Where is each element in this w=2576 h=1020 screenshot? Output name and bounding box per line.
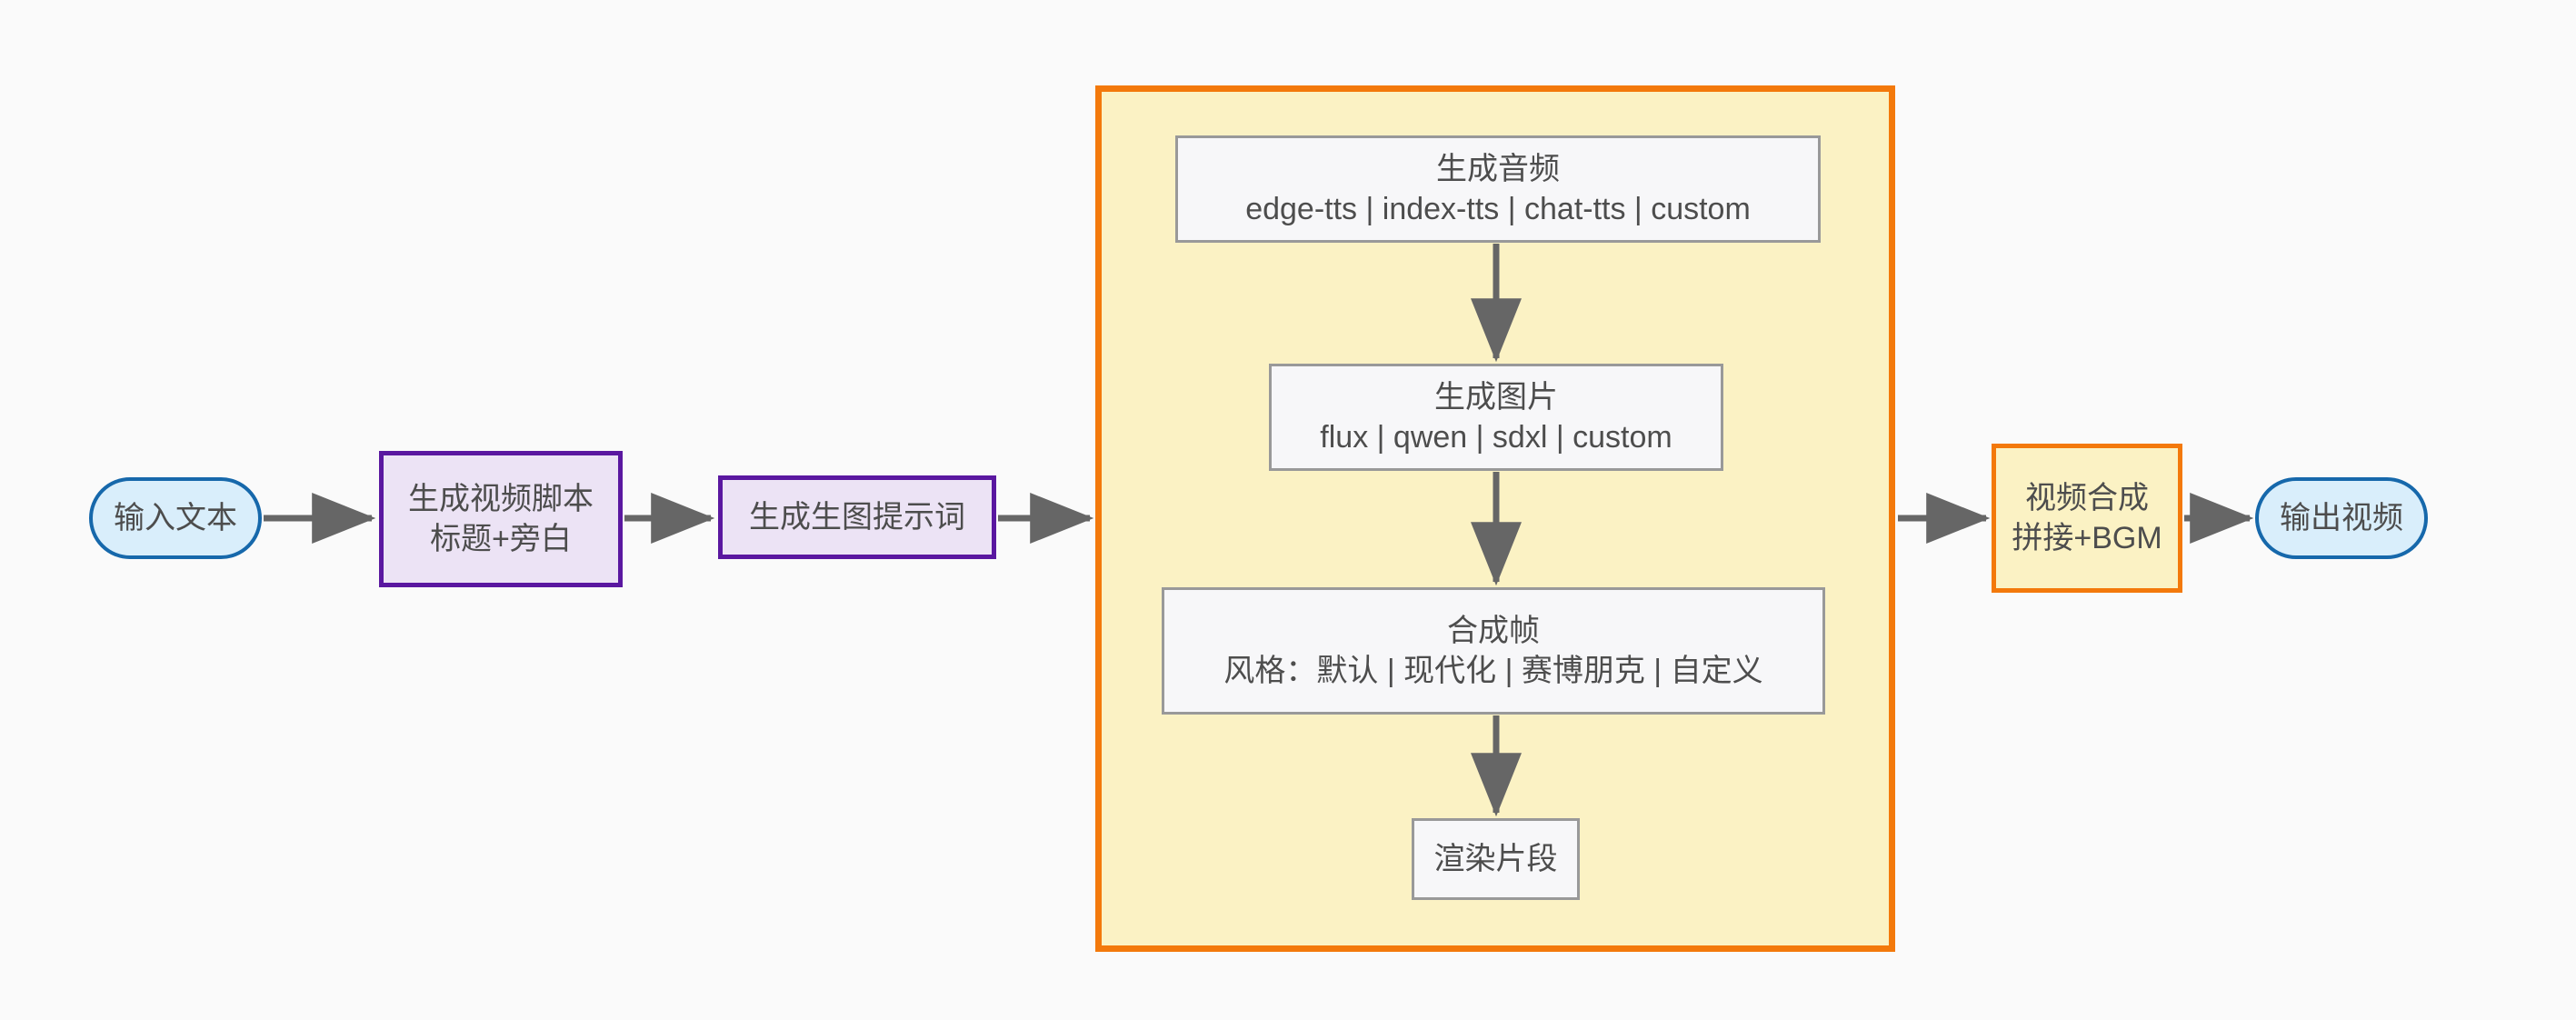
node-input-text[interactable]: 输入文本 bbox=[89, 477, 262, 559]
node-generate-image-line1: 生成图片 bbox=[1434, 379, 1558, 415]
node-generate-image-line2: flux | qwen | sdxl | custom bbox=[1320, 420, 1672, 455]
node-video-composite[interactable]: 视频合成 拼接+BGM bbox=[1992, 444, 2182, 593]
node-compose-frame[interactable]: 合成帧 风格：默认 | 现代化 | 赛博朋克 | 自定义 bbox=[1162, 587, 1825, 715]
node-generate-image[interactable]: 生成图片 flux | qwen | sdxl | custom bbox=[1269, 364, 1723, 471]
node-output-video[interactable]: 输出视频 bbox=[2255, 477, 2428, 559]
node-input-text-label: 输入文本 bbox=[114, 500, 237, 535]
node-generate-audio-line1: 生成音频 bbox=[1436, 151, 1560, 186]
node-generate-audio-line2: edge-tts | index-tts | chat-tts | custom bbox=[1245, 192, 1751, 226]
node-generate-image-prompt[interactable]: 生成生图提示词 bbox=[718, 475, 996, 559]
node-generate-video-script[interactable]: 生成视频脚本 标题+旁白 bbox=[379, 451, 623, 587]
node-output-video-label: 输出视频 bbox=[2280, 500, 2403, 535]
node-compose-frame-line2: 风格：默认 | 现代化 | 赛博朋克 | 自定义 bbox=[1223, 654, 1763, 688]
node-render-clip[interactable]: 渲染片段 bbox=[1412, 818, 1580, 900]
node-generate-video-script-line2: 标题+旁白 bbox=[430, 522, 572, 556]
node-compose-frame-line1: 合成帧 bbox=[1447, 613, 1540, 648]
node-generate-audio[interactable]: 生成音频 edge-tts | index-tts | chat-tts | c… bbox=[1175, 135, 1821, 243]
node-render-clip-label: 渲染片段 bbox=[1433, 841, 1558, 876]
node-video-composite-line2: 拼接+BGM bbox=[2012, 521, 2162, 555]
node-generate-video-script-line1: 生成视频脚本 bbox=[408, 481, 594, 516]
node-video-composite-line1: 视频合成 bbox=[2025, 480, 2149, 515]
node-generate-image-prompt-label: 生成生图提示词 bbox=[749, 499, 965, 535]
